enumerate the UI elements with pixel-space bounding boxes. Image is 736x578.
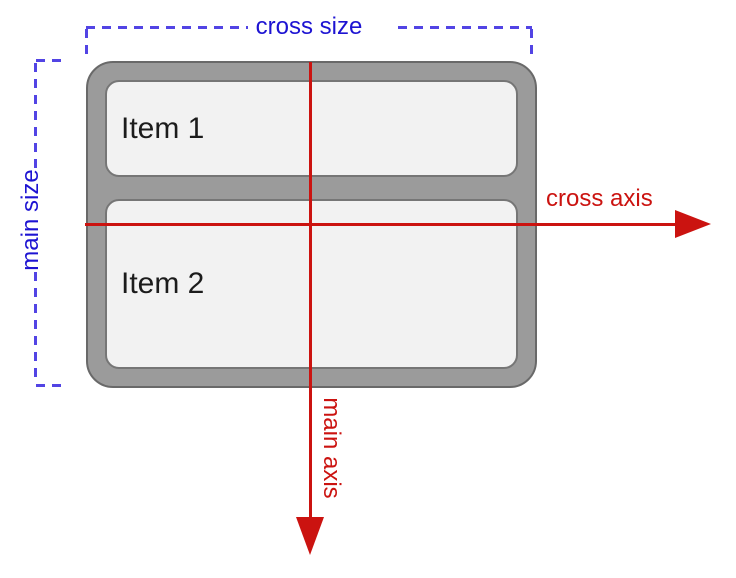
cross-size-bracket-left-tick (85, 29, 88, 54)
main-size-bracket-dash-top (34, 63, 37, 168)
cross-size-bracket-dash-left (86, 26, 248, 29)
flex-item-1-label: Item 1 (121, 111, 205, 145)
cross-size-bracket-dash-right (398, 26, 532, 29)
main-size-bracket-bottom-tick (36, 384, 66, 387)
cross-axis-line (85, 223, 676, 226)
flex-item-2-label: Item 2 (121, 267, 205, 300)
main-axis-line (309, 62, 312, 518)
cross-size-label: cross size (255, 13, 363, 40)
main-size-label: main size (17, 169, 44, 271)
main-axis-arrowhead-icon (296, 517, 324, 555)
main-size-bracket-top-tick (36, 59, 64, 62)
main-axis-label: main axis (318, 397, 345, 499)
cross-axis-label: cross axis (546, 185, 653, 212)
cross-size-bracket-right-tick (530, 29, 533, 54)
main-size-bracket-dash-bottom (34, 272, 37, 384)
cross-axis-arrowhead-icon (675, 210, 711, 238)
